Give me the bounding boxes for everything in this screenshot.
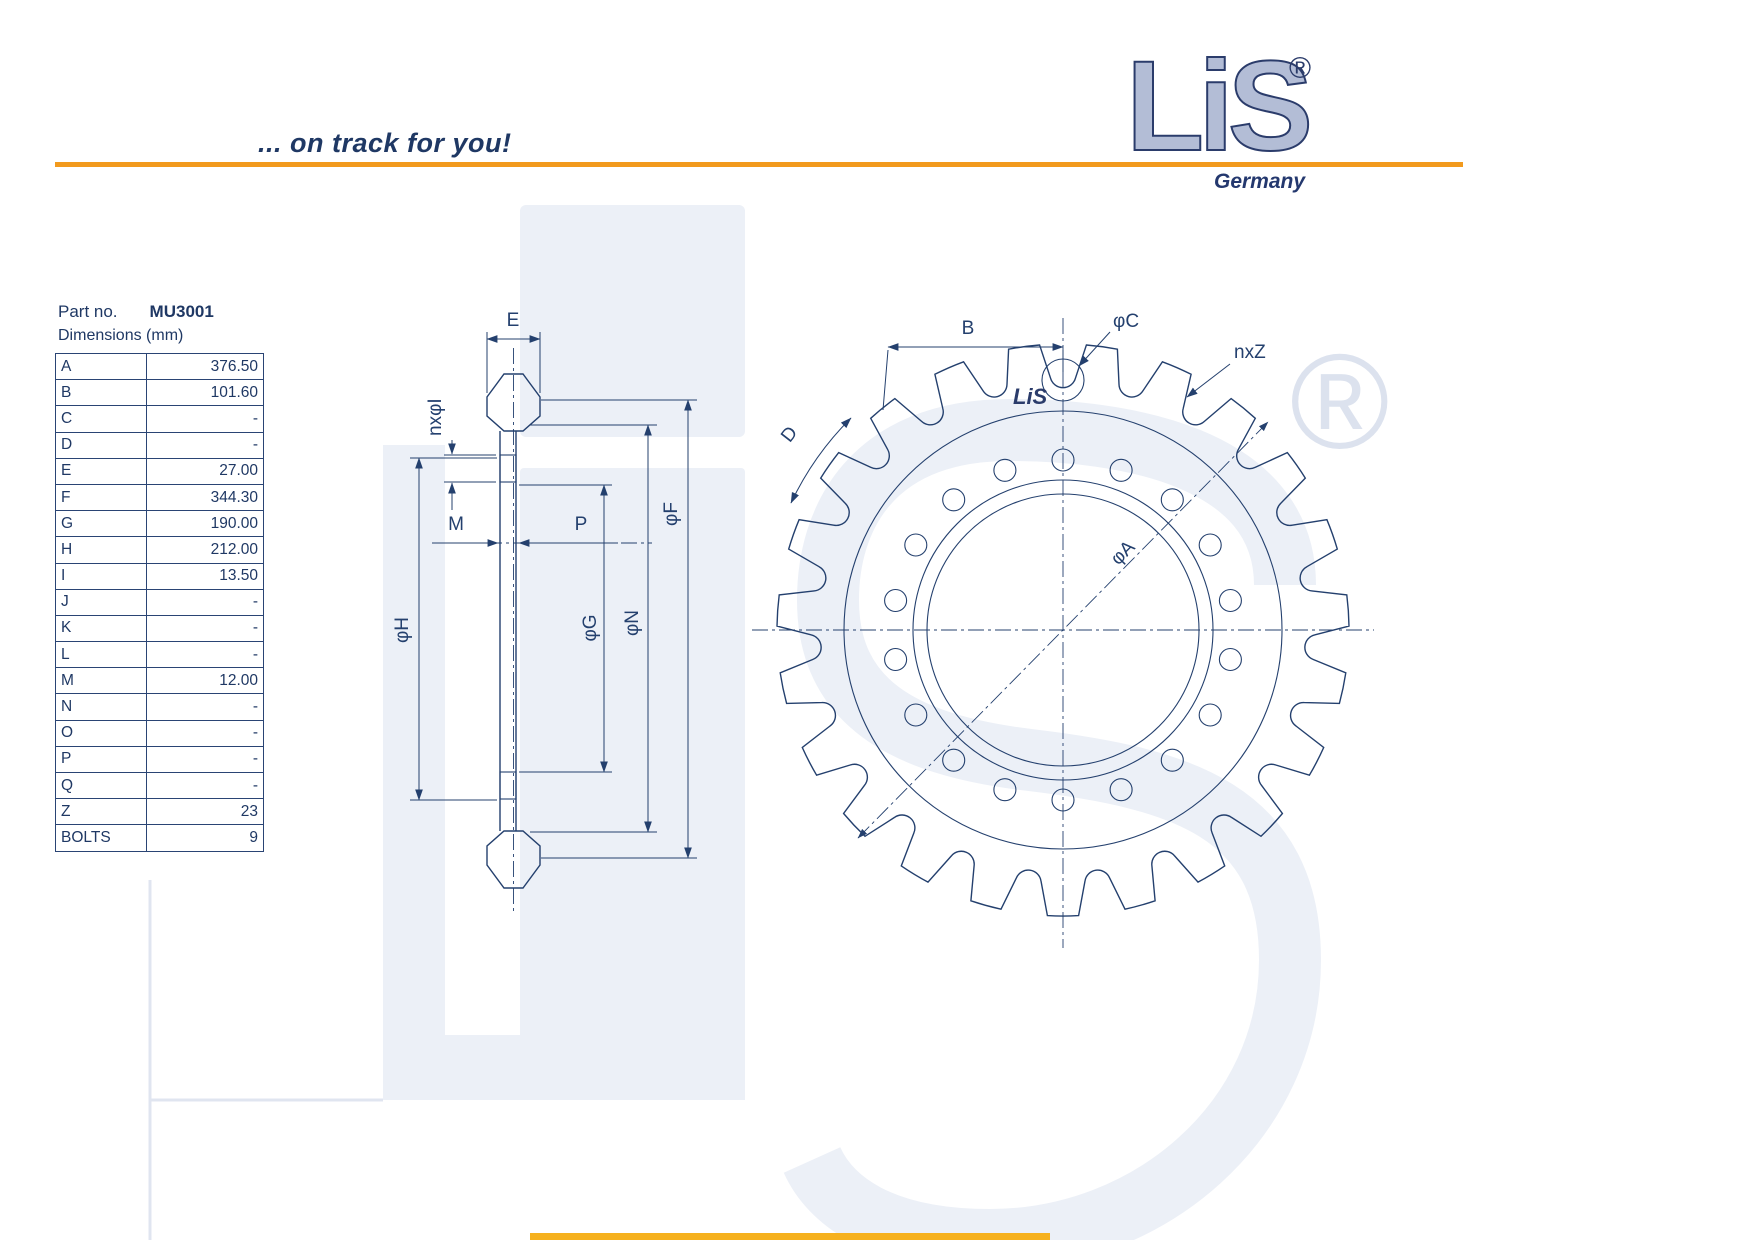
dim-D-arc [790,417,852,504]
bolt-hole [1109,458,1133,482]
lis-logo: LiS ® Germany [1125,34,1316,193]
dim-E-label: E [507,310,520,331]
dim-G-label: φG [580,614,601,641]
dim-value: 344.30 [146,483,264,512]
dim-value: 23 [146,798,264,826]
side-view: E nxφI M P φH φG [392,310,697,912]
bolt-hole [1160,748,1184,772]
dim-A-line [857,421,1269,839]
bolt-hole [1109,778,1133,802]
watermark-registered-icon: ® [1290,326,1389,477]
dim-M-label: M [448,514,464,535]
dim-value: 376.50 [146,352,264,381]
rim-mini-logo: LiS [1013,384,1048,409]
dim-value: - [146,745,264,774]
dim-nxI-label: nxφI [425,398,446,436]
bolt-hole [904,703,928,727]
bottom-accent-bar [530,1233,1050,1240]
hub-bore-circle [926,493,1200,767]
logo-country: Germany [1214,170,1306,193]
part-no-value: MU3001 [149,302,214,321]
sprocket-teeth-outline [776,344,1350,917]
rim-section-bottom [486,830,541,889]
dim-Z-leader [1186,363,1231,398]
table-row: N- [55,693,264,721]
dim-value: - [146,771,264,800]
logo-text: LiS [1126,35,1309,178]
dim-key: P [55,745,147,774]
dim-key: F [55,483,147,512]
rim-section-top [486,373,541,432]
slogan: ... on track for you! [258,128,512,158]
table-row: Q- [55,771,264,800]
dim-C-leader [1078,331,1111,367]
dim-B-label: B [962,318,975,339]
bolt-hole [993,778,1017,802]
dim-value: - [146,719,264,747]
bolt-hole-section-bottom [499,771,517,800]
bolt-hole [884,588,908,613]
front-view: φA φC B nxZ D LiS [752,311,1374,948]
dim-A-label: φA [1107,537,1140,570]
dim-value: - [146,588,264,616]
dim-F-label: φF [661,502,682,526]
logo-registered-icon: ® [1289,52,1311,85]
flange-circle [843,410,1283,850]
bolt-hole [1198,533,1222,557]
bolt-hole [1051,788,1075,812]
dim-B-ext-left [882,349,889,411]
bolt-hole [993,458,1017,482]
hub-outer-circle [912,479,1214,781]
bolt-hole [904,533,928,557]
dim-value: 27.00 [146,457,264,485]
dim-C-label: φC [1113,311,1139,332]
dim-H-label: φH [392,617,413,643]
bolt-hole-section-top [499,454,517,483]
dim-value: 13.50 [146,562,264,590]
table-row: P- [55,745,264,774]
table-row: D- [55,431,264,459]
dim-P-label: P [575,514,588,535]
dim-key: Q [55,771,147,800]
table-row: K- [55,614,264,643]
watermark-i-dot [520,205,745,437]
dimensions-label: Dimensions (mm) [58,327,184,344]
bolt-hole [942,488,966,512]
bolt-hole-ring [884,448,1242,812]
dim-key: BOLTS [55,824,147,852]
dim-D-label: D [777,423,802,447]
watermark-l-arm [383,1035,745,1100]
dim-key: B [55,379,147,407]
bolt-hole [1218,588,1242,613]
bolt-hole [1051,448,1075,472]
bolt-hole [884,647,908,672]
part-info: Part no. MU3001 Dimensions (mm) [58,302,214,345]
dim-value: 212.00 [146,536,264,564]
bolt-hole [942,748,966,772]
header-accent-rule [55,162,1463,167]
bolt-hole [1160,488,1184,512]
dim-value: 9 [146,824,264,852]
bolt-hole [1218,647,1242,672]
dim-Z-label: nxZ [1234,342,1266,363]
dim-key: G [55,510,147,538]
part-no-label: Part no. [58,302,118,321]
dim-key: N [55,693,147,721]
bolt-hole [1198,703,1222,727]
dim-value: 101.60 [146,379,264,407]
dim-N-label: φN [622,610,643,636]
dim-key: D [55,431,147,459]
